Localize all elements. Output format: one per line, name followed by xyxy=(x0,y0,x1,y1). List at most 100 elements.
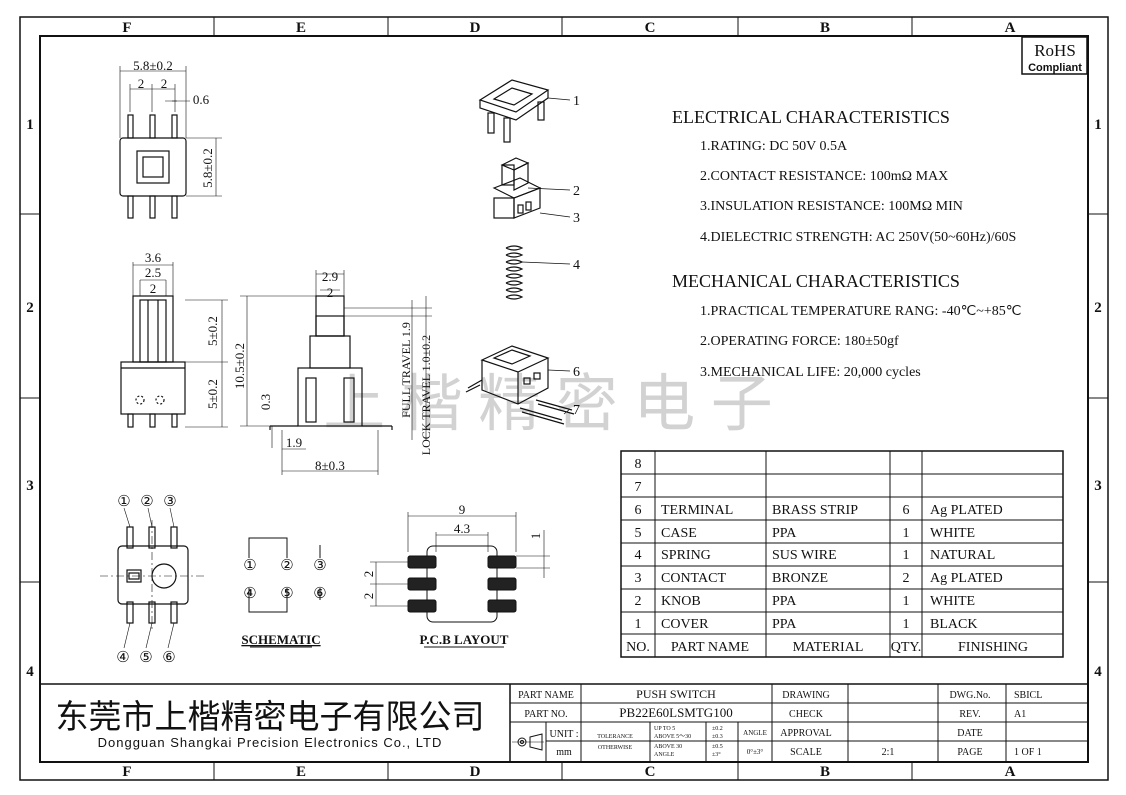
callout-2: 2 xyxy=(573,184,580,199)
bom-material: BRASS STRIP xyxy=(772,503,858,518)
bom-qty: 1 xyxy=(903,548,910,563)
dim-front-w2: 2 xyxy=(327,285,334,300)
dim-pcb-pitch-a: 2 xyxy=(361,571,376,578)
company-name-en: Dongguan Shangkai Precision Electronics … xyxy=(98,735,443,750)
col-label: D xyxy=(470,764,481,780)
dim-pcb-pad: 1 xyxy=(528,533,543,540)
bom-header-name: PART NAME xyxy=(671,640,749,655)
dim-top-width: 5.8±0.2 xyxy=(133,58,173,73)
rohs-subtitle: Compliant xyxy=(1028,62,1082,74)
bom-header-no: NO. xyxy=(626,640,650,655)
bom-header-material: MATERIAL xyxy=(793,640,864,655)
row-labels-right: 1 2 3 4 xyxy=(1094,117,1102,680)
schematic-pins: ① ② ③ ④ ⑤ ⑥ xyxy=(243,558,326,602)
pin-labels-top: ① ② ③ xyxy=(117,494,176,510)
part-name-value: PUSH SWITCH xyxy=(636,687,716,701)
tol-angle-word: ANGLE xyxy=(654,752,675,758)
exploded-view xyxy=(465,79,575,425)
dim-front-gap: 0.3 xyxy=(258,394,273,410)
column-labels-top: F E D C B A xyxy=(122,20,1015,36)
bom-no: 7 xyxy=(635,480,642,495)
bom-finish: NATURAL xyxy=(930,548,995,563)
schematic-pin: ⑥ xyxy=(313,586,326,602)
electrical-characteristics: ELECTRICAL CHARACTERISTICS 1.RATING: DC … xyxy=(672,107,1016,245)
dim-lock-travel: LOCK TRAVEL 1.0±0.2 xyxy=(419,335,433,455)
part-callouts: 1 2 3 4 6 7 xyxy=(521,94,580,418)
col-label: E xyxy=(296,20,306,36)
date-label: DATE xyxy=(957,728,983,739)
bom-name: CONTACT xyxy=(661,571,726,586)
row-label: 1 xyxy=(26,117,34,133)
dim-top-height: 5.8±0.2 xyxy=(200,148,215,188)
electrical-item: 4.DIELECTRIC STRENGTH: AC 250V(50~60Hz)/… xyxy=(700,230,1016,245)
row-label: 2 xyxy=(1094,300,1102,316)
col-label: B xyxy=(820,764,830,780)
bom-qty: 2 xyxy=(903,571,910,586)
bom-name: COVER xyxy=(661,617,709,632)
dim-side-w1: 3.6 xyxy=(145,250,162,265)
col-label: F xyxy=(122,764,131,780)
bom-finish: BLACK xyxy=(930,617,977,632)
column-labels-bottom: F E D C B A xyxy=(122,764,1015,780)
dim-front-base: 8±0.3 xyxy=(315,458,345,473)
dim-front-foot: 1.9 xyxy=(286,435,302,450)
row-label: 3 xyxy=(26,478,34,494)
dim-front-total: 10.5±0.2 xyxy=(232,343,247,389)
bom-qty: 6 xyxy=(903,503,910,518)
page-label: PAGE xyxy=(957,747,982,758)
dim-side-w3: 2 xyxy=(150,281,157,296)
bom-table xyxy=(620,450,1064,658)
bom-finish: WHITE xyxy=(930,594,975,609)
dwg-no-value: SBICL xyxy=(1014,690,1042,701)
bom-material: SUS WIRE xyxy=(772,548,837,563)
callout-4: 4 xyxy=(573,258,580,273)
bom-header-finish: FINISHING xyxy=(958,640,1028,655)
check-label: CHECK xyxy=(789,709,824,720)
bom-no: 6 xyxy=(635,503,642,518)
schematic xyxy=(248,537,321,613)
callout-3: 3 xyxy=(573,211,580,226)
tol-above-5-30: ABOVE 5～30 xyxy=(654,734,691,740)
otherwise-label: OTHERWISE xyxy=(598,745,633,751)
pin-label: ① xyxy=(117,494,130,510)
bom-no: 3 xyxy=(635,571,642,586)
part-name-label: PART NAME xyxy=(518,690,574,701)
col-label: F xyxy=(122,20,131,36)
bom-finish: Ag PLATED xyxy=(930,571,1003,586)
tol-value-2: ±0.3 xyxy=(712,734,723,740)
tolerance-label: TOLERANCE xyxy=(597,734,633,740)
inner-frame xyxy=(39,35,1089,763)
schematic-label: SCHEMATIC xyxy=(241,632,320,647)
bom-finish: Ag PLATED xyxy=(930,503,1003,518)
title-block-text: PART NAME PUSH SWITCH PART NO. PB22E60LS… xyxy=(518,687,1042,758)
bom-name: KNOB xyxy=(661,594,701,609)
mechanical-title: MECHANICAL CHARACTERISTICS xyxy=(672,271,960,291)
bom-no: 2 xyxy=(635,594,642,609)
col-label: D xyxy=(470,20,481,36)
dwg-no-label: DWG.No. xyxy=(949,690,990,701)
company-name-cn: 东莞市上楷精密电子有限公司 xyxy=(56,697,485,736)
bom-qty: 1 xyxy=(903,526,910,541)
electrical-item: 3.INSULATION RESISTANCE: 100MΩ MIN xyxy=(700,199,963,214)
scale-value: 2:1 xyxy=(882,747,895,758)
pin-label: ⑤ xyxy=(139,650,152,666)
bom-no: 1 xyxy=(635,617,642,632)
pin-view xyxy=(100,507,206,649)
dim-pcb-inner: 4.3 xyxy=(454,521,470,536)
mechanical-item: 2.OPERATING FORCE: 180±50gf xyxy=(700,334,899,349)
electrical-item: 2.CONTACT RESISTANCE: 100mΩ MAX xyxy=(700,169,948,184)
pin-label: ② xyxy=(140,494,153,510)
dim-front-w1: 2.9 xyxy=(322,269,338,284)
tol-value-1: ±0.2 xyxy=(712,726,723,732)
row-label: 4 xyxy=(26,664,34,680)
bom-finish: WHITE xyxy=(930,526,975,541)
schematic-pin: ③ xyxy=(313,558,326,574)
bom-material: BRONZE xyxy=(772,571,828,586)
bom-content: 8 7 6 TERMINAL BRASS STRIP 6 Ag PLATED 5… xyxy=(626,457,1028,655)
schematic-pin: ④ xyxy=(243,586,256,602)
bom-qty: 1 xyxy=(903,594,910,609)
part-no-label: PART NO. xyxy=(524,709,567,720)
row-label: 1 xyxy=(1094,117,1102,133)
bom-name: SPRING xyxy=(661,548,711,563)
angle-value: 0°±3° xyxy=(747,748,764,756)
